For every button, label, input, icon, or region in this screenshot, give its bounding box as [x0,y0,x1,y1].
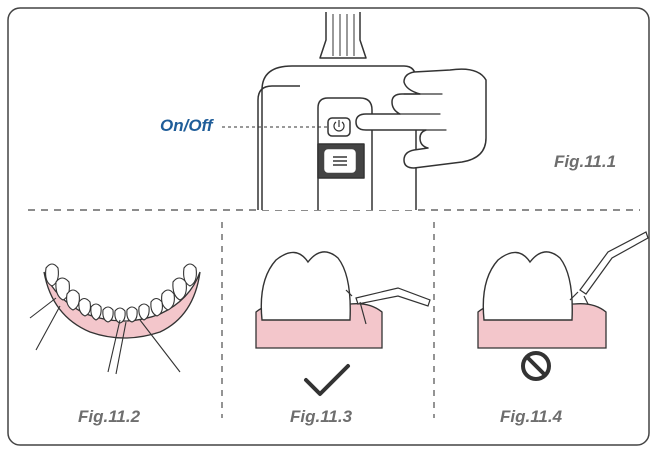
hand-illustration [355,68,487,169]
correct-technique-illustration [255,251,431,349]
checkmark-icon [304,364,350,396]
incorrect-technique-illustration [477,231,649,349]
on-off-label: On/Off [160,116,213,135]
outer-frame [7,7,650,446]
fig-11-4-label: Fig.11.4 [500,407,563,426]
fig-11-3-label: Fig.11.3 [290,407,353,426]
lower-arch-illustration [29,263,201,375]
prohibited-icon [521,351,551,381]
fig-11-1-label: Fig.11.1 [554,152,617,171]
fig-11-2-label: Fig.11.2 [78,407,141,426]
device-illustration [257,12,417,210]
